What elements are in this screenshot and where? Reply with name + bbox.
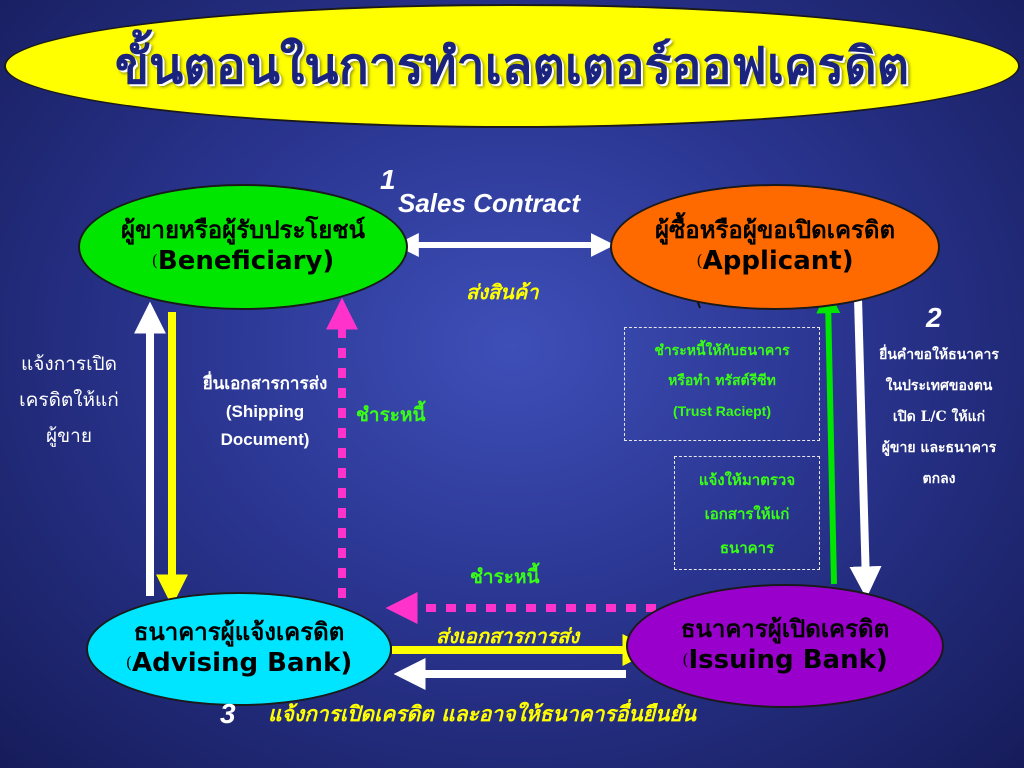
beneficiary-node: ผู้ขายหรือผู้รับประโยชน์ (Beneficiary) [78,184,408,310]
send-docs-label: ส่งเอกสารการส่ง [436,624,580,648]
sales-contract-label: Sales Contract [398,188,581,218]
beneficiary-english: (Beneficiary) [151,245,335,276]
trust-receipt-box: ชำระหนี้ให้กับธนาคาร หรือทำ ทรัสต์รีซีท … [624,327,820,441]
step-2-label: ยื่นคำขอให้ธนาคาร ในประเทศของตน เปิด L/C… [879,347,999,487]
advising-bank-thai: ธนาคารผู้แจ้งเครดิต [133,616,345,646]
pay-debt-label-2: ชำระหนี้ [470,566,540,588]
applicant-thai: ผู้ซื้อหรือผู้ขอเปิดเครดิต [654,214,896,244]
submit-docs-label: ยื่นเอกสารการส่ง (Shipping Document) [202,374,328,449]
step-2-number: 2 [926,302,942,333]
bottom-note-label: แจ้งการเปิดเครดิต และอาจให้ธนาคารอื่นยืน… [268,701,696,726]
beneficiary-thai: ผู้ขายหรือผู้รับประโยชน์ [121,214,365,244]
notify-inspect-box: แจ้งให้มาตรวจ เอกสารให้แก่ ธนาคาร [674,456,820,570]
advising-bank-node: ธนาคารผู้แจ้งเครดิต (Advising Bank) [86,592,392,706]
step-1-number: 1 [380,164,396,195]
applicant-english: (Applicant) [696,245,854,276]
notify-seller-label: แจ้งการเปิด เครดิตให้แก่ ผู้ขาย [19,353,119,447]
issuing-bank-node: ธนาคารผู้เปิดเครดิต (Issuing Bank) [626,584,944,708]
apply-lc-arrow [849,297,882,599]
title-banner: ขั้นตอนในการทำเลตเตอร์ออฟเครดิต [4,4,1020,128]
page-title: ขั้นตอนในการทำเลตเตอร์ออฟเครดิต [114,35,910,95]
issuing-bank-english: (Issuing Bank) [682,644,888,675]
applicant-node: ผู้ซื้อหรือผู้ขอเปิดเครดิต (Applicant) [610,184,940,310]
ship-goods-label: ส่งสินค้า [466,280,539,304]
issuing-bank-thai: ธนาคารผู้เปิดเครดิต [680,613,890,643]
advising-bank-english: (Advising Bank) [125,647,353,678]
pay-debt-label-1: ชำระหนี้ [356,404,426,426]
step-3-number: 3 [220,698,236,729]
notify-inspect-arrow [816,289,841,585]
